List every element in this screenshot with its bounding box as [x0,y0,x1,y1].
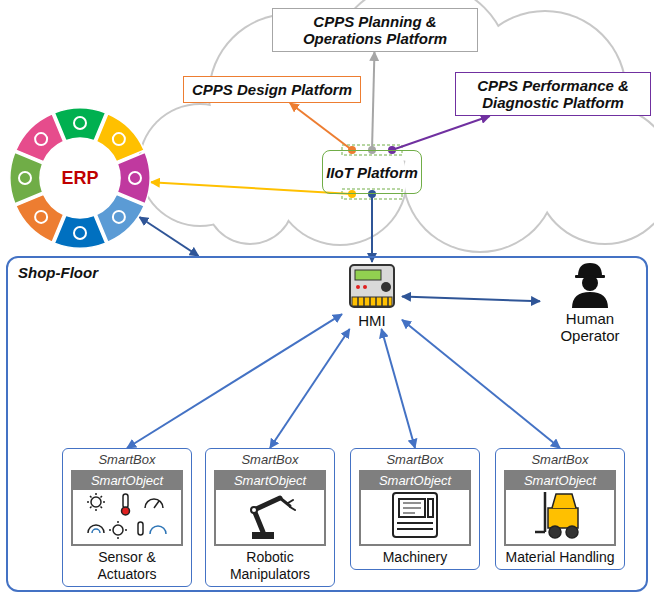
smartobject-box: SmartObject [504,470,616,546]
platform-box: CPPS Planning & Operations Platform [272,8,478,52]
hmi-icon [350,265,394,307]
connector-arrow [127,314,342,448]
icon-area [73,490,181,544]
smartobject-label: SmartObject [73,472,181,490]
erp-module-icon [129,172,141,184]
device-label: Robotic Manipulators [214,549,326,583]
smartbox: SmartBoxSmartObjectMachinery [350,448,480,570]
erp-segment [117,152,150,203]
connector-arrow [270,329,350,448]
erp-segment [54,108,105,141]
sensor-icons [87,493,166,539]
icon-area [216,490,324,544]
connector-arrow [371,194,373,262]
smartbox: SmartBoxSmartObjectSensor & Actuators [62,448,192,587]
operator-figure-label: Human Operator [540,310,640,344]
erp-module-icon [74,117,86,129]
connector-arrow [381,329,415,448]
device-label: Machinery [359,549,471,566]
cloud-fill [140,0,654,251]
operator-icon [572,263,608,308]
platform-box-label: CPPS Performance & Diagnostic Platform [462,77,644,111]
erp-wheel: ERP [8,106,152,250]
robot-arm-icon [251,498,295,539]
device-label: Sensor & Actuators [71,549,183,583]
erp-module-icon [113,211,125,223]
smartobject-label: SmartObject [506,472,614,490]
smartbox-label: SmartBox [214,452,326,468]
iiot-box-label: IIoT Platform [326,164,418,181]
connector-arrow [372,52,374,150]
connector-arrow [392,116,490,150]
erp-hub [41,139,119,217]
platform-box-label: CPPS Design Platform [192,81,352,98]
smartobject-label: SmartObject [216,472,324,490]
erp-module-icon [35,211,47,223]
forklift-icon [535,492,578,538]
platform-box-label: CPPS Planning & Operations Platform [279,13,471,47]
smartobject-box: SmartObject [71,470,183,546]
smartobject-box: SmartObject [214,470,326,546]
icon-area [361,490,469,544]
smartobject-label: SmartObject [361,472,469,490]
smartbox: SmartBoxSmartObjectMaterial Handling [495,448,625,570]
smartbox-label: SmartBox [504,452,616,468]
platform-box: CPPS Performance & Diagnostic Platform [455,72,651,116]
icon-area [506,490,614,544]
erp-module-icon [74,227,86,239]
platform-box: CPPS Design Platform [183,76,361,103]
iiot-box: IIoT Platform [322,150,422,194]
connector-arrow [139,217,198,256]
erp-wheel-label: ERP [61,168,98,189]
erp-segment [10,152,43,203]
machine-icon [393,493,437,537]
connector-arrow [402,320,560,448]
erp-module-icon [35,133,47,145]
smartbox-label: SmartBox [71,452,183,468]
region-title: Shop-Floor [18,264,98,281]
cloud-outline [138,0,654,253]
hmi-device-label: HMI [342,312,402,329]
hmi-device: HMI [342,262,402,329]
connector-arrow [290,103,352,150]
smartbox-label: SmartBox [359,452,471,468]
erp-segment [54,215,105,248]
erp-module-icon [113,133,125,145]
smartobject-box: SmartObject [359,470,471,546]
device-label: Material Handling [504,549,616,566]
shop-floor-region: Shop-FloorHMIHuman OperatorSmartBoxSmart… [6,256,648,592]
operator-figure: Human Operator [540,262,640,344]
smartbox: SmartBoxSmartObjectRobotic Manipulators [205,448,335,587]
connector-arrow [402,297,540,302]
erp-module-icon [19,172,31,184]
